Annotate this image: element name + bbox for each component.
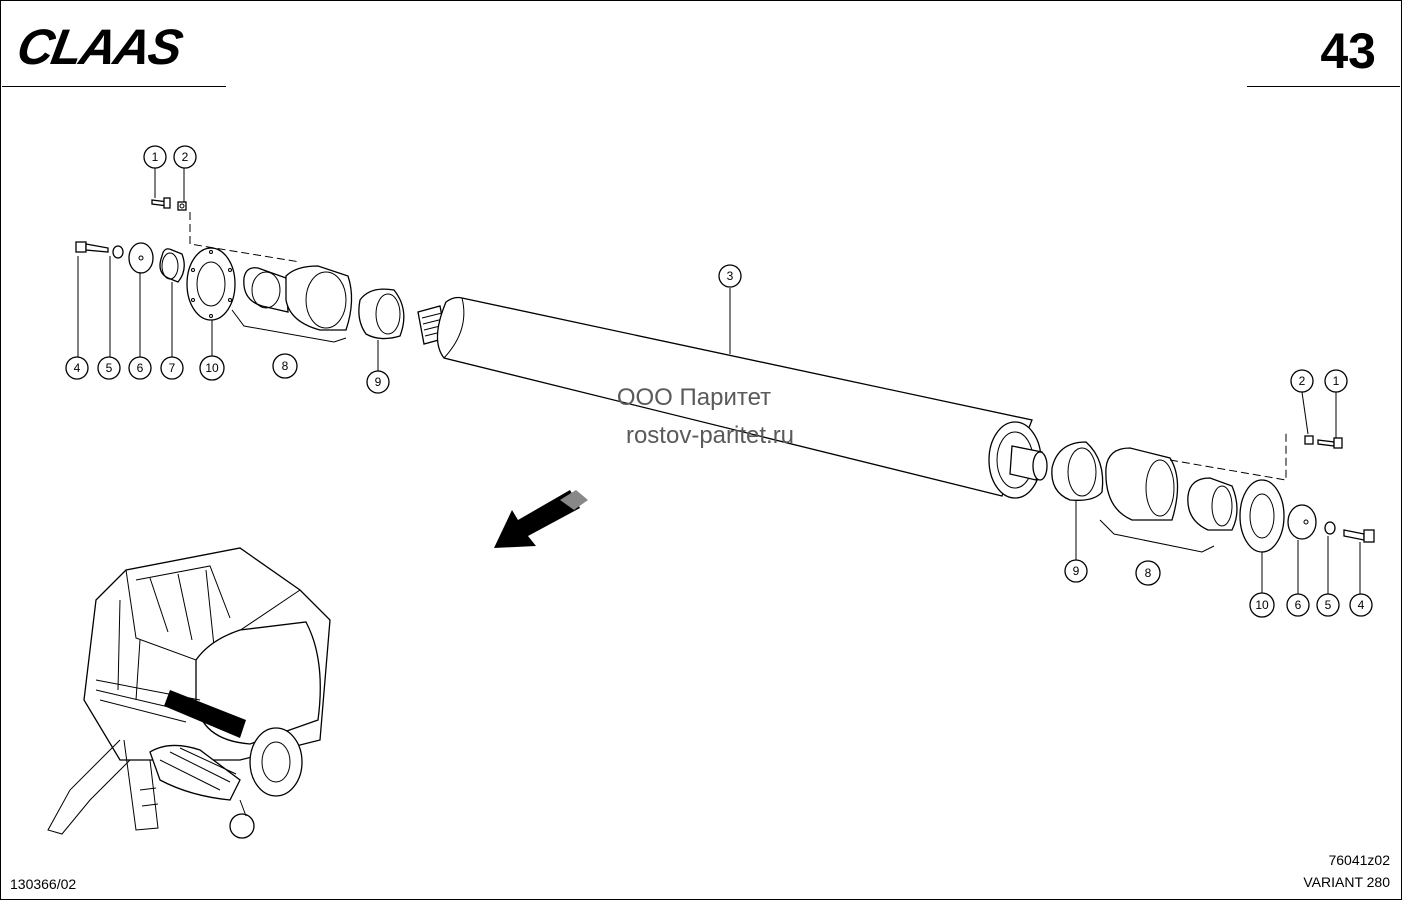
- callout-left-7: 7: [160, 356, 184, 380]
- callout-right-8: 8: [1135, 560, 1161, 586]
- callout-right-1: 1: [1324, 369, 1348, 393]
- callout-right-6: 6: [1286, 593, 1310, 617]
- callout-left-4: 4: [65, 356, 89, 380]
- page-number-underline: [1247, 86, 1400, 87]
- logo-underline: [2, 86, 226, 87]
- callout-center-3: 3: [718, 264, 742, 288]
- arrow-down-left-icon: [494, 490, 588, 548]
- svg-text:4: 4: [74, 361, 81, 375]
- reference-code: 130366/02: [10, 876, 77, 892]
- callout-left-5: 5: [97, 356, 121, 380]
- callout-left-2: 2: [173, 145, 197, 169]
- svg-text:10: 10: [205, 361, 219, 375]
- svg-text:4: 4: [1358, 598, 1365, 612]
- left-parts: [75, 197, 405, 343]
- callout-left-8: 8: [272, 353, 298, 379]
- callout-right-9: 9: [1064, 559, 1088, 583]
- right-parts: [1051, 432, 1375, 553]
- svg-text:8: 8: [1145, 566, 1152, 580]
- svg-text:7: 7: [169, 361, 176, 375]
- svg-text:1: 1: [1333, 374, 1340, 388]
- svg-text:8: 8: [282, 359, 289, 373]
- callout-right-2: 2: [1290, 369, 1314, 393]
- roller-shaft: [417, 296, 1048, 499]
- callout-left-10: 10: [199, 355, 225, 381]
- svg-text:2: 2: [182, 150, 189, 164]
- callout-right-10: 10: [1249, 592, 1275, 618]
- callout-left-1: 1: [143, 145, 167, 169]
- watermark-company: ООО Паритет: [616, 384, 772, 411]
- svg-text:6: 6: [1295, 598, 1302, 612]
- svg-text:5: 5: [1325, 598, 1332, 612]
- page-number: 43: [1320, 23, 1376, 79]
- svg-text:9: 9: [1073, 564, 1080, 578]
- svg-text:1: 1: [152, 150, 159, 164]
- svg-text:5: 5: [106, 361, 113, 375]
- callout-left-6: 6: [128, 356, 152, 380]
- svg-text:3: 3: [727, 269, 734, 283]
- svg-text:9: 9: [375, 375, 382, 389]
- svg-text:2: 2: [1299, 374, 1306, 388]
- watermark-website: rostov-paritet.ru: [625, 422, 795, 449]
- leader-lines: [77, 168, 1361, 594]
- round-baler-overview-icon: [47, 547, 331, 839]
- model-name: VARIANT 280: [1303, 874, 1390, 890]
- callout-right-4: 4: [1349, 593, 1373, 617]
- drawing-code: 76041z02: [1328, 852, 1390, 868]
- callout-left-9: 9: [366, 370, 390, 394]
- callout-right-5: 5: [1316, 593, 1340, 617]
- svg-text:6: 6: [137, 361, 144, 375]
- svg-text:10: 10: [1255, 598, 1269, 612]
